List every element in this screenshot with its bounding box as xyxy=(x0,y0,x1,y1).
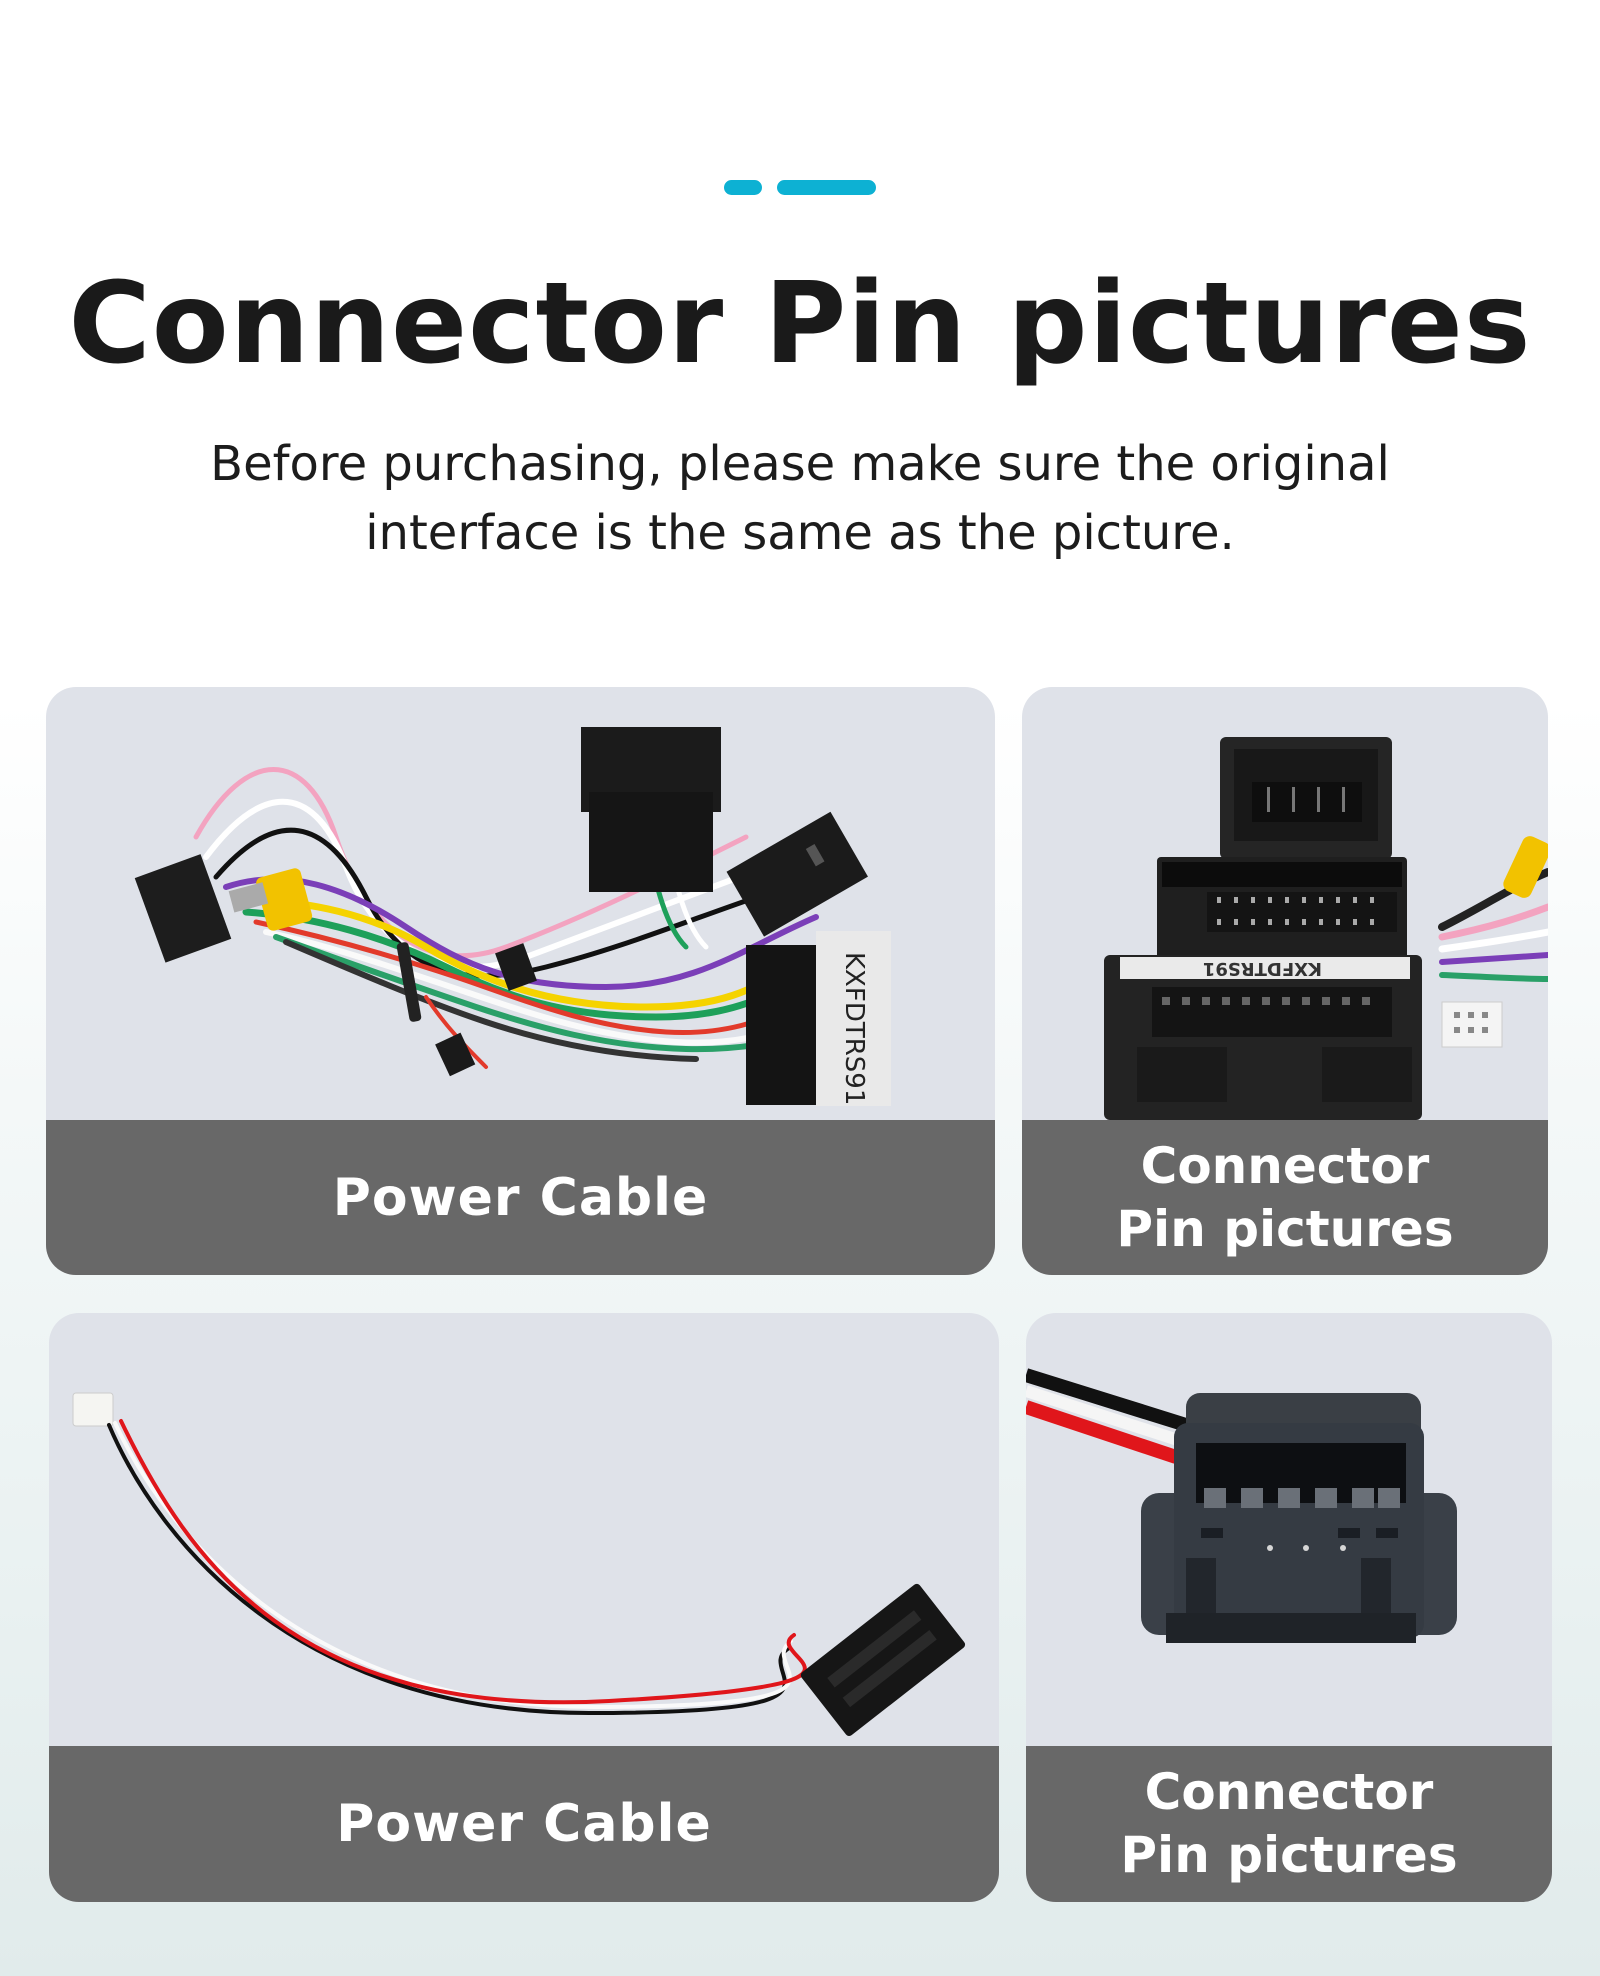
card-caption: Power Cable xyxy=(49,1746,999,1902)
subtitle-line-2: interface is the same as the picture. xyxy=(365,505,1235,561)
stacked-connectors-image: KXFDTRS91 xyxy=(1022,687,1548,1120)
product-card-connector-pins-single: Connector Pin pictures xyxy=(1026,1313,1552,1902)
card-caption-line-1: Connector xyxy=(1140,1136,1430,1195)
card-caption: Connector Pin pictures xyxy=(1022,1120,1548,1275)
card-caption-line-2: Pin pictures xyxy=(1116,1199,1454,1258)
card-caption-line-2: Pin pictures xyxy=(1120,1826,1458,1884)
accent-dash-long xyxy=(777,180,876,195)
three-wire-cable-image xyxy=(49,1313,999,1746)
product-card-power-cable-harness: KXFDTRS91 Power Cable xyxy=(46,687,995,1275)
card-caption-text: Power Cable xyxy=(336,1794,712,1854)
harness-label-text: KXFDTRS91 xyxy=(839,952,869,1105)
page-title: Connector Pin pictures xyxy=(68,259,1532,389)
product-card-power-cable-3wire: Power Cable xyxy=(49,1313,999,1902)
page-subtitle: Before purchasing, please make sure the … xyxy=(0,430,1600,568)
card-caption-text: Power Cable xyxy=(332,1167,709,1228)
accent-dash-short xyxy=(724,180,762,195)
wiring-harness-image: KXFDTRS91 xyxy=(46,687,995,1120)
card-caption: Power Cable xyxy=(46,1120,995,1275)
single-connector-image xyxy=(1026,1313,1552,1746)
subtitle-line-1: Before purchasing, please make sure the … xyxy=(210,436,1390,492)
card-caption-line-1: Connector xyxy=(1144,1763,1434,1821)
product-card-connector-pins-stacked: KXFDTRS91 Connector Pin pictures xyxy=(1022,687,1548,1275)
connector-label-text: KXFDTRS91 xyxy=(1203,958,1322,979)
card-caption: Connector Pin pictures xyxy=(1026,1746,1552,1902)
